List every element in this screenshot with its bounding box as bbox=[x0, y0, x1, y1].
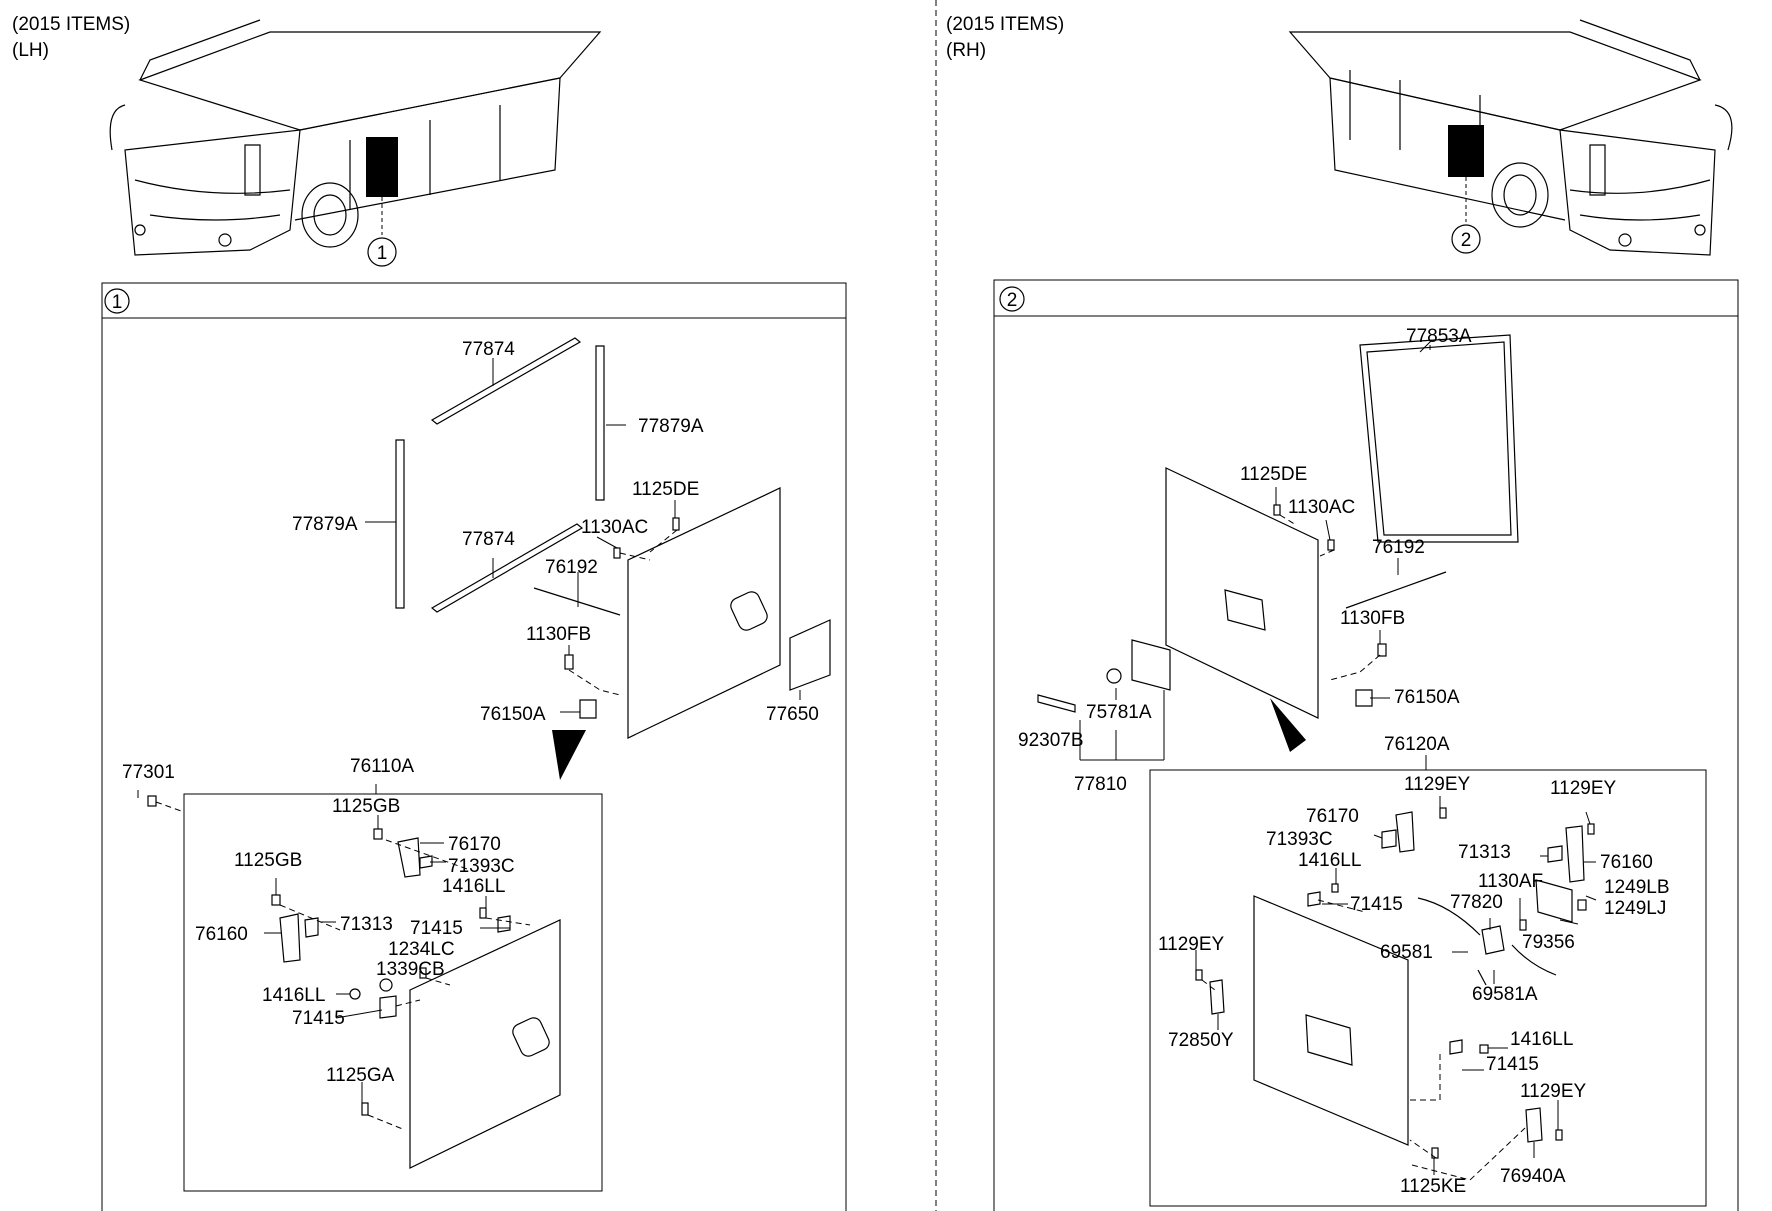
label-1339cb: 1339CB bbox=[376, 959, 445, 980]
left-callout-circle bbox=[367, 237, 397, 267]
left-header-side: (LH) bbox=[12, 40, 49, 61]
label-69581a: 69581A bbox=[1472, 984, 1538, 1005]
label-76160: 76160 bbox=[195, 924, 248, 945]
right-box-callout-circle bbox=[999, 286, 1025, 312]
label-77853a: 77853A bbox=[1406, 326, 1472, 347]
label-71415-b: 71415 bbox=[1486, 1054, 1539, 1075]
label-77874-bottom: 77874 bbox=[462, 529, 515, 550]
label-77879a-right: 77879A bbox=[638, 416, 704, 437]
right-inner-box bbox=[1149, 769, 1707, 1207]
label-76170: 76170 bbox=[1306, 806, 1359, 827]
label-71393c: 71393C bbox=[1266, 829, 1333, 850]
label-1130af: 1130AF bbox=[1478, 871, 1543, 892]
right-frame bbox=[993, 279, 1739, 1211]
right-header-side: (RH) bbox=[946, 40, 986, 61]
label-1130ac: 1130AC bbox=[1288, 497, 1355, 518]
right-inner-leader-lines bbox=[1195, 796, 1597, 1175]
left-inner-box bbox=[183, 793, 603, 1192]
label-75781a: 75781A bbox=[1086, 702, 1152, 723]
right-callout-circle bbox=[1451, 224, 1481, 254]
handle-92307b bbox=[1037, 694, 1076, 713]
label-1125gb-b: 1125GB bbox=[234, 850, 302, 871]
strip-77874-bottom bbox=[430, 523, 584, 613]
label-1249lb: 1249LB bbox=[1604, 877, 1670, 898]
label-71415-a: 71415 bbox=[1350, 894, 1403, 915]
label-1129ey-b: 1129EY bbox=[1550, 778, 1617, 799]
left-section: (2015 ITEMS) (LH) 1 1 bbox=[12, 14, 847, 1211]
inner-door-panel bbox=[409, 919, 561, 1169]
rh-outer-door-panel bbox=[1165, 467, 1319, 719]
label-79356: 79356 bbox=[1522, 932, 1575, 953]
label-1416ll-b: 1416LL bbox=[1510, 1029, 1573, 1050]
label-77820: 77820 bbox=[1450, 892, 1503, 913]
right-callout-number: 2 bbox=[1461, 230, 1472, 251]
label-76160: 76160 bbox=[1600, 852, 1653, 873]
strip-77879a-left bbox=[395, 439, 405, 609]
label-76150a: 76150A bbox=[480, 704, 546, 725]
seal-77853a bbox=[1359, 334, 1519, 543]
label-71415-b: 71415 bbox=[292, 1008, 345, 1029]
label-71313: 71313 bbox=[340, 914, 393, 935]
outer-door-panel bbox=[627, 487, 781, 739]
label-1416ll-a: 1416LL bbox=[1298, 850, 1361, 871]
label-1234lc: 1234LC bbox=[388, 939, 455, 960]
label-76120a: 76120A bbox=[1384, 734, 1450, 755]
right-box-callout-number: 2 bbox=[1007, 290, 1018, 311]
label-1125ke: 1125KE bbox=[1400, 1176, 1466, 1197]
label-92307b: 92307B bbox=[1018, 730, 1084, 751]
label-72850y: 72850Y bbox=[1168, 1030, 1234, 1051]
left-box-callout-circle bbox=[104, 288, 130, 314]
label-71393c: 71393C bbox=[448, 856, 515, 877]
label-1130fb: 1130FB bbox=[526, 624, 591, 645]
label-1129ey-d: 1129EY bbox=[1520, 1081, 1587, 1102]
strip-77879a-right bbox=[595, 345, 605, 501]
label-77874-top: 77874 bbox=[462, 339, 515, 360]
left-box-callout-number: 1 bbox=[112, 292, 123, 313]
left-bus-illustration: 1 bbox=[109, 19, 602, 267]
left-frame bbox=[101, 282, 847, 1211]
handle-housing bbox=[1131, 639, 1171, 691]
label-76192: 76192 bbox=[545, 557, 598, 578]
left-header-year: (2015 ITEMS) bbox=[12, 14, 130, 35]
left-leader-lines bbox=[137, 358, 801, 798]
label-69581: 69581 bbox=[1380, 942, 1433, 963]
label-71415-a: 71415 bbox=[410, 918, 463, 939]
label-1125gb-a: 1125GB bbox=[332, 796, 400, 817]
label-77301: 77301 bbox=[122, 762, 175, 783]
label-1416ll-b: 1416LL bbox=[262, 985, 325, 1006]
cover-77650 bbox=[789, 619, 831, 691]
label-1130fb: 1130FB bbox=[1340, 608, 1405, 629]
label-76150a: 76150A bbox=[1394, 687, 1460, 708]
label-1416ll-a: 1416LL bbox=[442, 876, 505, 897]
rh-inner-door-panel bbox=[1253, 895, 1409, 1146]
right-header-year: (2015 ITEMS) bbox=[946, 14, 1064, 35]
label-1130ac: 1130AC bbox=[581, 517, 648, 538]
label-76170: 76170 bbox=[448, 834, 501, 855]
label-1129ey-a: 1129EY bbox=[1404, 774, 1471, 795]
label-77650: 77650 bbox=[766, 704, 819, 725]
label-1129ey-c: 1129EY bbox=[1158, 934, 1225, 955]
label-77810: 77810 bbox=[1074, 774, 1127, 795]
left-inner-leader-lines bbox=[264, 815, 510, 1103]
label-76192: 76192 bbox=[1372, 537, 1425, 558]
right-section: (2015 ITEMS) (RH) 2 2 bbox=[946, 14, 1739, 1211]
label-1249lj: 1249LJ bbox=[1604, 898, 1666, 919]
label-1125ga: 1125GA bbox=[326, 1065, 395, 1086]
label-71313: 71313 bbox=[1458, 842, 1511, 863]
right-leader-lines bbox=[1079, 345, 1431, 770]
label-76110a: 76110A bbox=[350, 756, 414, 777]
label-76940a: 76940A bbox=[1500, 1166, 1566, 1187]
left-callout-number: 1 bbox=[377, 243, 388, 264]
label-1125de: 1125DE bbox=[632, 479, 699, 500]
right-bus-illustration: 2 bbox=[1288, 19, 1733, 256]
label-77879a-left: 77879A bbox=[292, 514, 358, 535]
strip-77874-top bbox=[430, 337, 582, 425]
label-1125de: 1125DE bbox=[1240, 464, 1307, 485]
